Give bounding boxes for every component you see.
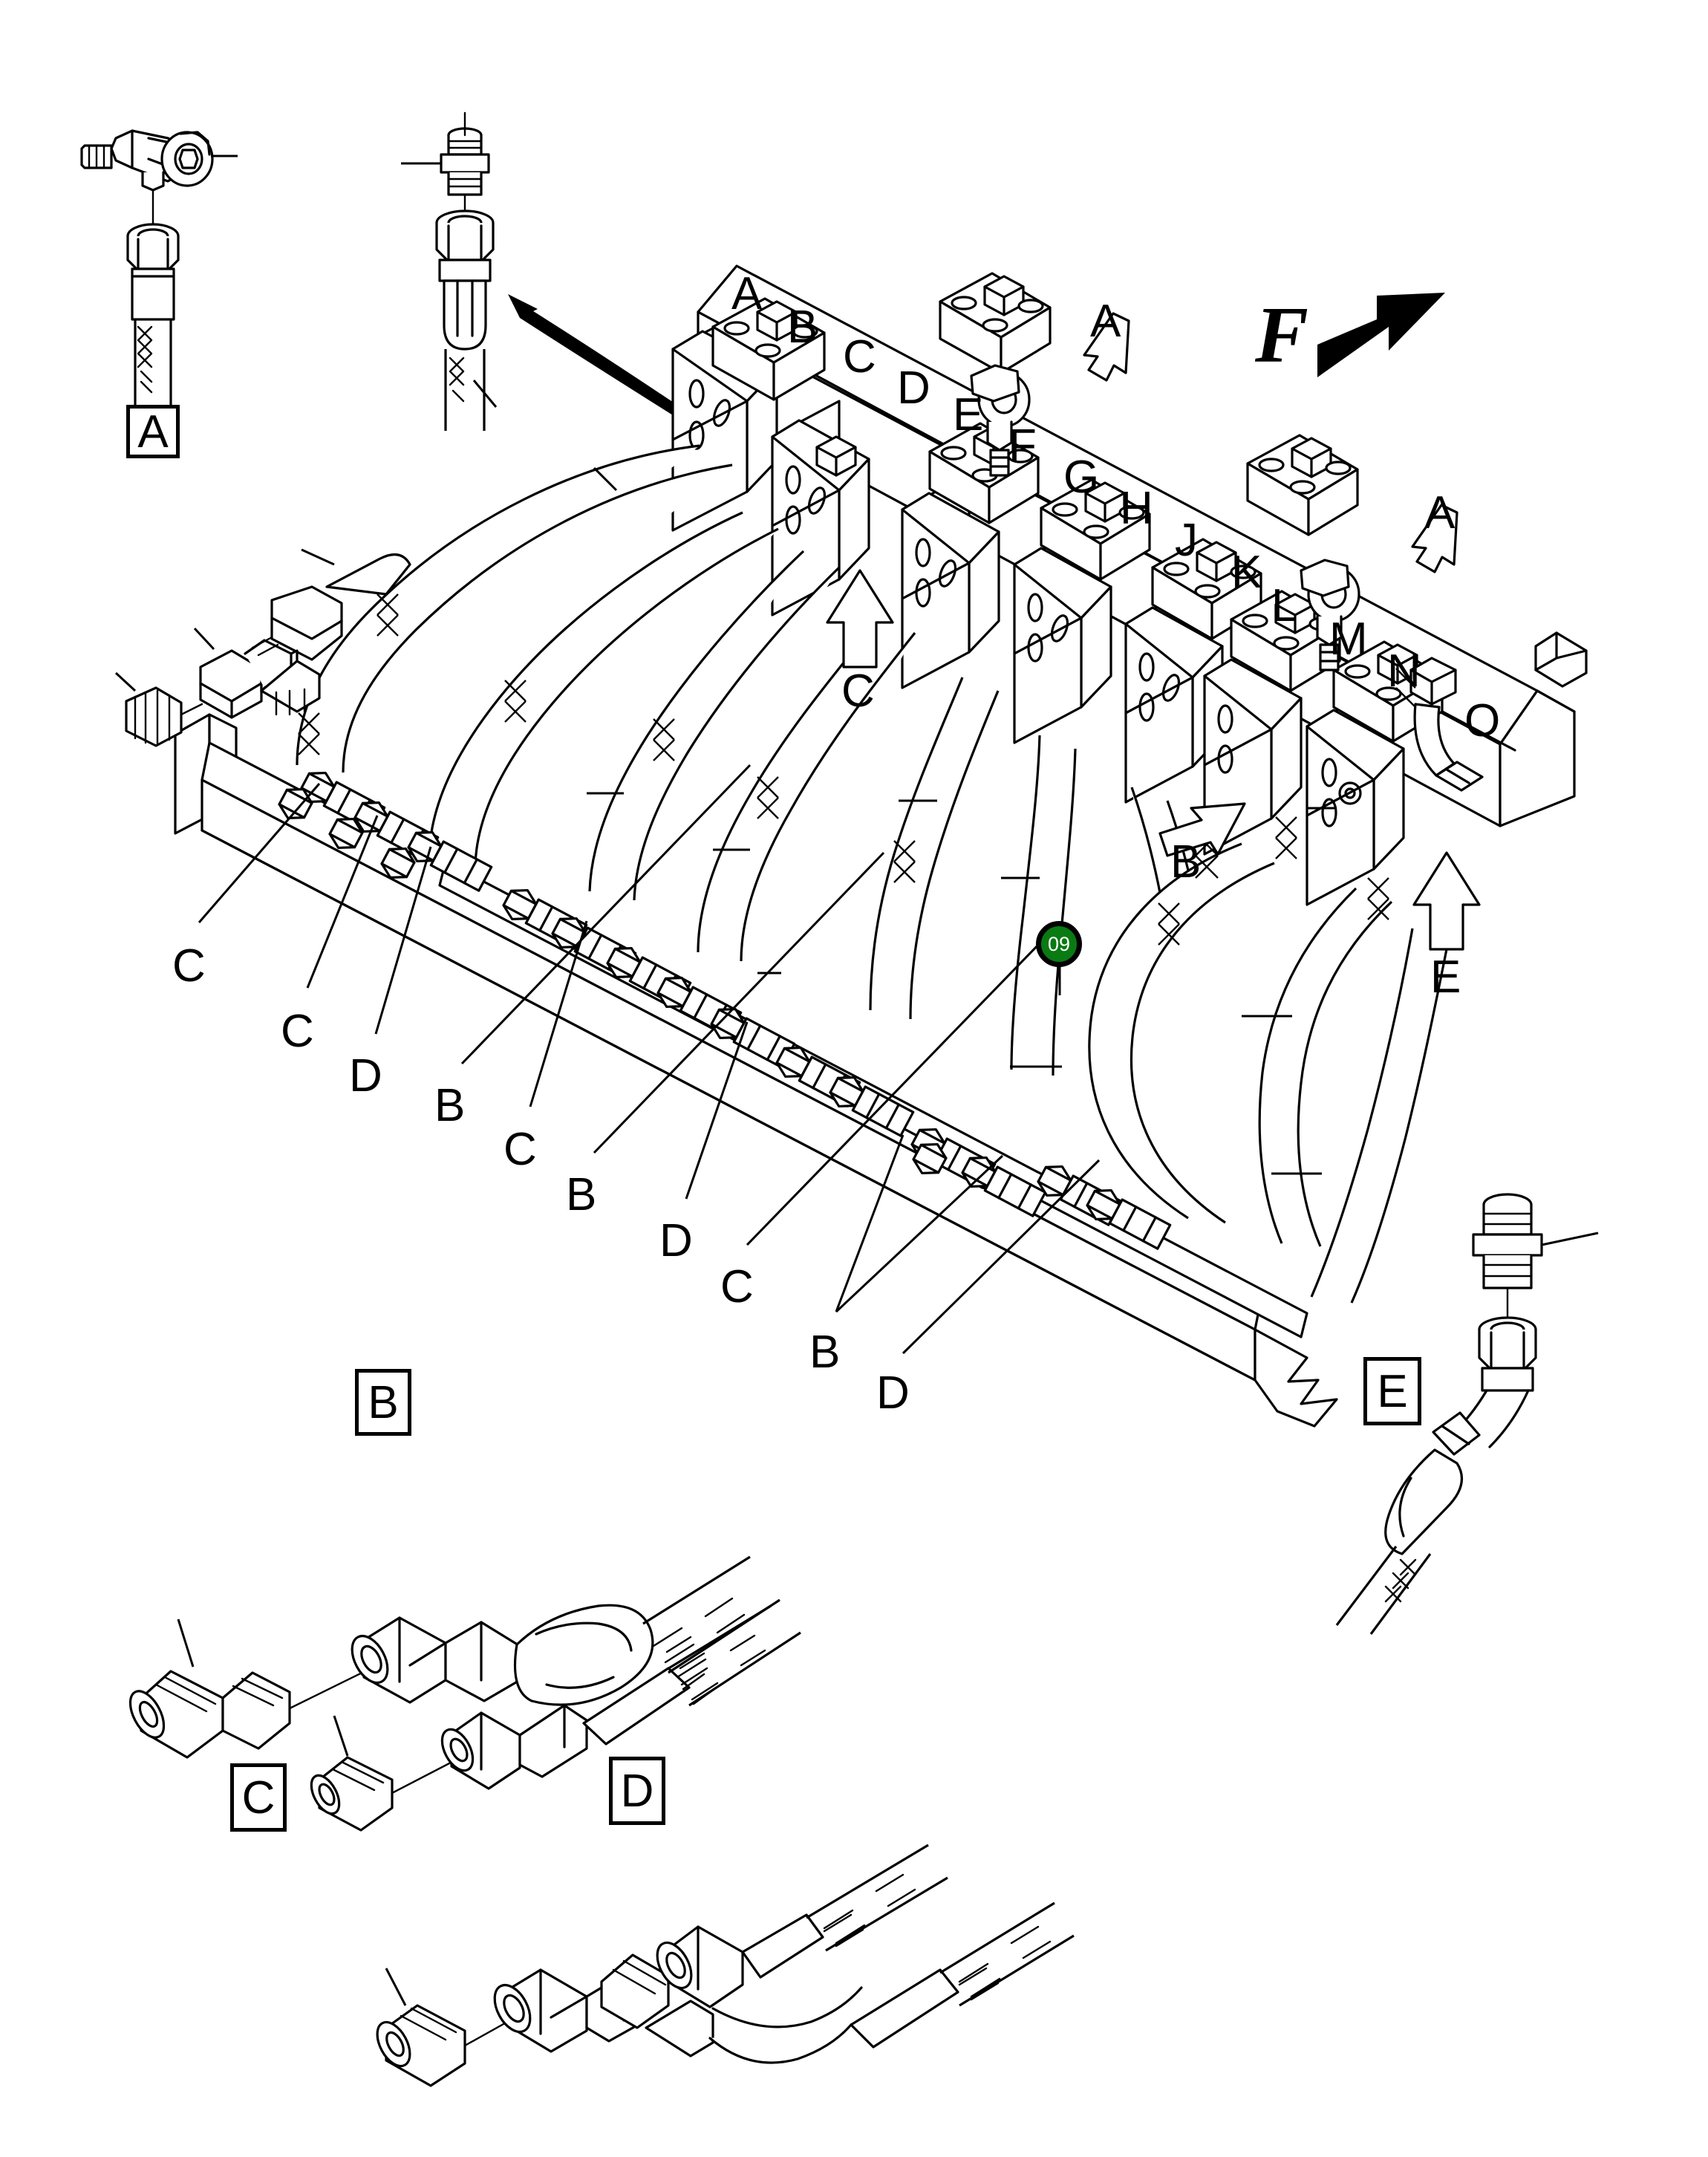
detail-box-b: B (355, 1369, 411, 1436)
callout-label-c: C (841, 666, 875, 717)
leader-label-5: C (503, 1124, 537, 1175)
manifold-label-j: J (1175, 515, 1198, 566)
view-direction-marker-f: F (1255, 291, 1309, 380)
detail-e-illustration (1335, 1193, 1599, 1635)
callout-label-b: B (1170, 836, 1202, 888)
manifold-label-l: L (1271, 580, 1297, 631)
leader-label-10: D (876, 1367, 910, 1419)
leader-label-9: B (809, 1327, 841, 1378)
valve-block-3 (901, 422, 1040, 689)
detail-b-illustration (128, 1555, 772, 1759)
rear-boss-2 (1246, 434, 1359, 536)
manifold-label-n: N (1387, 645, 1421, 697)
detail-box-e: E (1363, 1357, 1421, 1425)
swivel-elbow-l (1300, 559, 1360, 671)
valve-block-5 (1124, 538, 1262, 804)
pointer-ticks (472, 380, 1337, 975)
manifold-label-k: K (1231, 547, 1262, 598)
hose-bundle (296, 444, 1450, 1304)
leader-label-8: C (720, 1261, 754, 1312)
figure-badge: 09 (1036, 921, 1082, 967)
manifold-label-f: F (1008, 420, 1037, 472)
manifold-label-c: C (843, 331, 876, 383)
callout-label-a-upper: A (1090, 296, 1121, 347)
leader-label-4: B (434, 1080, 466, 1131)
detail-a-illustration (80, 129, 238, 416)
view-direction-arrow-icon (1317, 293, 1445, 377)
leader-label-1: C (172, 940, 206, 992)
manifold-label-b: B (787, 302, 818, 353)
swivel-elbow-e (970, 364, 1031, 477)
figure-badge-stem (1058, 966, 1061, 995)
valve-block-group (671, 272, 1444, 906)
detail-box-d: D (609, 1757, 665, 1825)
leader-label-2: C (281, 1006, 314, 1057)
callout-arrow-a-upper (1083, 312, 1130, 382)
detail-box-c: C (230, 1763, 287, 1832)
top-coupler-illustration (401, 111, 685, 431)
hose-end-fittings (274, 765, 1172, 1250)
detail-box-a: A (126, 405, 180, 458)
callout-arrow-c (826, 569, 894, 668)
callout-arrow-e (1412, 851, 1481, 951)
manifold-label-e: E (953, 389, 984, 440)
valve-block-4 (1013, 478, 1151, 744)
manifold-label-m: M (1329, 614, 1368, 665)
detail-c-illustration (310, 1598, 801, 1832)
manifold-label-d: D (897, 362, 930, 414)
callout-label-a-lower: A (1424, 487, 1456, 539)
tee-fitting-left (114, 553, 411, 747)
valve-block-6 (1203, 590, 1341, 856)
leader-label-6: B (566, 1169, 597, 1220)
callout-arrow-b (1158, 802, 1246, 857)
callout-label-e: E (1430, 951, 1461, 1003)
rear-boss-1 (939, 272, 1052, 374)
manifold-label-h: H (1120, 483, 1153, 534)
leader-label-7: D (659, 1215, 693, 1266)
manifold-label-a: A (731, 268, 763, 319)
detail-d-illustration (376, 1844, 1075, 2087)
manifold-label-o: O (1464, 695, 1501, 746)
callout-arrow-a-lower (1411, 504, 1458, 573)
leader-lines (198, 466, 1322, 1355)
valve-block-1 (671, 297, 826, 532)
elbow-fitting-o (1409, 657, 1484, 792)
leader-label-3: D (349, 1050, 382, 1102)
manifold-label-g: G (1063, 452, 1100, 503)
